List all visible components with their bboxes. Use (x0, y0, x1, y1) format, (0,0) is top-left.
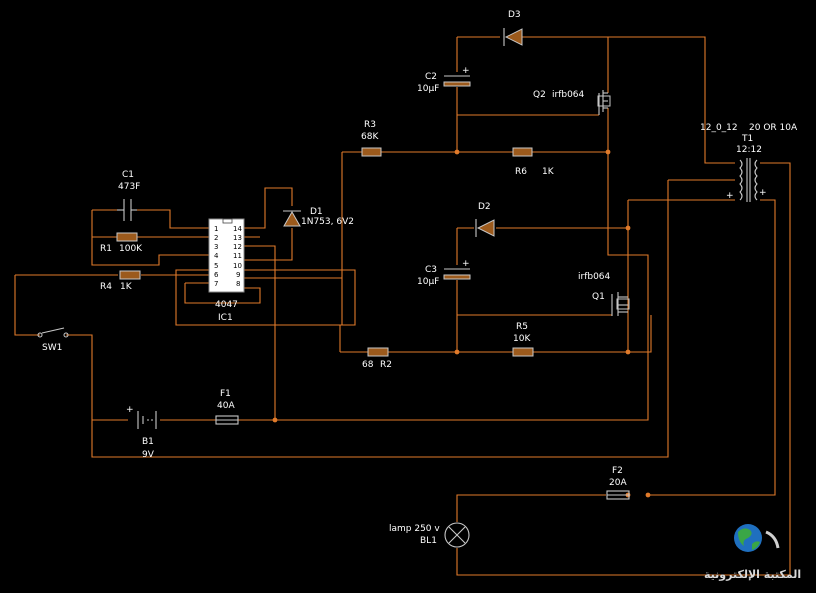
label-t1-plus-left: + (726, 191, 734, 201)
label-q1-type: irfb064 (578, 272, 611, 282)
label-t1: T1 (741, 134, 753, 144)
label-d1-value: 1N753, 6V2 (301, 217, 354, 227)
pin-1: 1 (214, 225, 218, 233)
label-ic1: IC1 (218, 313, 233, 323)
label-c3: C3 (425, 265, 437, 275)
label-f2-value: 20A (609, 478, 627, 488)
resistor-r6[interactable] (512, 147, 533, 157)
capacitor-c2[interactable] (443, 75, 471, 87)
pin-6: 6 (214, 271, 219, 279)
label-r2-value: 68 (362, 360, 374, 370)
label-sw1: SW1 (42, 343, 62, 353)
label-b1: B1 (142, 437, 154, 447)
label-c1-value: 473F (118, 182, 140, 192)
label-b1-plus: + (126, 405, 134, 415)
label-t1-rating: 20 OR 10A (749, 123, 798, 133)
label-d3: D3 (508, 10, 521, 20)
label-q2-type: irfb064 (552, 90, 585, 100)
label-d2: D2 (478, 202, 491, 212)
label-r1-value: 100K (119, 244, 143, 254)
pin-10: 10 (233, 262, 242, 270)
label-bl1-type: lamp 250 v (389, 524, 440, 534)
label-r3-value: 68K (361, 132, 379, 142)
label-r3: R3 (364, 120, 376, 130)
capacitor-c3[interactable] (443, 268, 471, 280)
label-f1-value: 40A (217, 401, 235, 411)
switch-sw1[interactable] (37, 327, 69, 338)
diode-d3[interactable] (503, 28, 523, 46)
transformer-t1[interactable] (739, 158, 758, 202)
pin-3: 3 (214, 243, 218, 251)
watermark-text: المكتبة الإلكترونية (704, 568, 801, 581)
pin-12: 12 (233, 243, 242, 251)
lamp-bl1[interactable] (444, 522, 470, 548)
label-r5: R5 (516, 322, 528, 332)
resistor-r3[interactable] (361, 147, 382, 157)
ic1-4047[interactable] (208, 218, 245, 293)
ic1-pins: 1 2 3 4 5 6 7 14 13 12 11 10 9 8 (214, 225, 242, 288)
label-r2: R2 (380, 360, 392, 370)
label-t1-tap: 12_0_12 (700, 123, 738, 133)
label-t1-plus-right: + (759, 188, 767, 198)
pin-2: 2 (214, 234, 218, 242)
label-c2: C2 (425, 72, 437, 82)
pin-14: 14 (233, 225, 242, 233)
label-c1: C1 (122, 170, 134, 180)
junctions (272, 149, 651, 498)
label-d1: D1 (310, 207, 323, 217)
label-t1-ratio: 12:12 (736, 145, 762, 155)
wires (14, 36, 791, 576)
pin-8: 8 (236, 280, 240, 288)
resistor-r2[interactable] (367, 347, 389, 357)
pin-4: 4 (214, 252, 219, 260)
label-c2-value: 10µF (417, 84, 439, 94)
pin-11: 11 (233, 252, 242, 260)
label-r5-value: 10K (513, 334, 531, 344)
resistor-r1[interactable] (116, 232, 138, 242)
label-bl1: BL1 (420, 536, 437, 546)
pin-13: 13 (233, 234, 242, 242)
pin-5: 5 (214, 262, 218, 270)
label-r4: R4 (100, 282, 112, 292)
capacitor-c1[interactable] (117, 199, 137, 221)
resistor-r5[interactable] (512, 347, 534, 357)
label-r4-value: 1K (120, 282, 133, 292)
label-q1: Q1 (592, 292, 605, 302)
mosfet-q2[interactable] (597, 90, 611, 115)
label-f2: F2 (612, 466, 623, 476)
label-c3-value: 10µF (417, 277, 439, 287)
label-r6: R6 (515, 167, 527, 177)
label-r6-value: 1K (542, 167, 555, 177)
label-c3-plus: + (462, 259, 470, 269)
labels: D3 C2 10µF + Q2 irfb064 R3 68K R6 1K 12_… (42, 10, 798, 546)
diode-d2[interactable] (475, 219, 495, 237)
globe-logo-icon: المكتبة الإلكترونية (704, 524, 801, 581)
pin-9: 9 (236, 271, 240, 279)
resistor-r4[interactable] (119, 270, 141, 280)
label-r1: R1 (100, 244, 112, 254)
label-b1-value: 9V (142, 450, 155, 460)
label-c2-plus: + (462, 66, 470, 76)
label-q2: Q2 (533, 90, 546, 100)
label-f1: F1 (220, 389, 231, 399)
label-ic1-part: 4047 (215, 300, 238, 310)
mosfet-q1[interactable] (611, 292, 630, 316)
pin-7: 7 (214, 280, 218, 288)
battery-b1[interactable] (137, 411, 157, 429)
zener-d1[interactable] (283, 210, 301, 227)
